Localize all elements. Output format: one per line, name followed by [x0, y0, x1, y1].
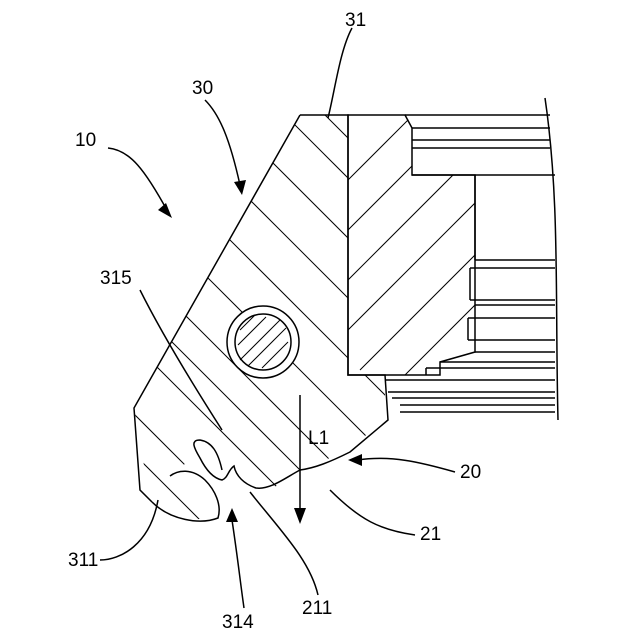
label-315: 315 [100, 268, 132, 289]
label-30: 30 [192, 78, 213, 99]
label-211: 211 [302, 598, 332, 619]
label-20: 20 [460, 462, 481, 483]
label-314: 314 [222, 612, 254, 633]
l1-arrow [294, 395, 306, 524]
pin-ring [227, 306, 299, 378]
label-311: 311 [68, 550, 98, 571]
label-21: 21 [420, 524, 441, 545]
label-10: 10 [75, 130, 96, 151]
label-31: 31 [345, 10, 366, 31]
label-L1: L1 [308, 428, 329, 449]
